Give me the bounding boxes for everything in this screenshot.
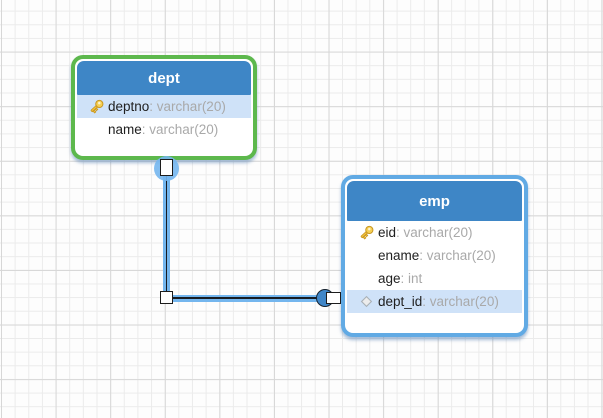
relationship-line-core [165, 157, 168, 302]
connector-handle-dept[interactable] [160, 159, 173, 176]
connector-handle-emp[interactable] [326, 292, 341, 304]
column-name: ename [378, 248, 420, 263]
column-type: : int [400, 271, 423, 286]
column-type: : varchar(20) [419, 248, 496, 263]
column-type: : varchar(20) [422, 294, 499, 309]
foreign-key-diamond-icon [354, 295, 378, 308]
table-emp-header[interactable]: emp [347, 181, 522, 221]
relationship-line-vertical[interactable] [163, 157, 170, 302]
table-emp-title: emp [419, 192, 450, 210]
relationship-line-core [163, 297, 342, 299]
column-name: eid [378, 225, 397, 240]
column-name: deptno [108, 99, 150, 114]
column-row-ename[interactable]: ename: varchar(20) [347, 244, 522, 267]
column-name: name [108, 122, 142, 137]
column-row-age[interactable]: age: int [347, 267, 522, 290]
column-type: : varchar(20) [141, 122, 219, 137]
table-emp[interactable]: emp eid: varchar(20) ename: varchar(20) … [341, 175, 528, 337]
column-row-deptno[interactable]: deptno: varchar(20) [77, 95, 251, 118]
column-row-eid[interactable]: eid: varchar(20) [347, 221, 522, 244]
table-dept[interactable]: dept deptno: varchar(20) name: varchar(2… [71, 55, 257, 160]
connector-handle-corner[interactable] [160, 291, 173, 304]
column-type: : varchar(20) [149, 99, 226, 114]
column-row-name[interactable]: name: varchar(20) [77, 118, 251, 141]
column-row-dept-id[interactable]: dept_id: varchar(20) [347, 290, 522, 313]
primary-key-icon [354, 224, 378, 241]
table-dept-header[interactable]: dept [77, 61, 251, 95]
column-name: dept_id [378, 294, 423, 309]
column-type: : varchar(20) [396, 225, 473, 240]
table-dept-title: dept [148, 69, 180, 87]
column-name: age [378, 271, 401, 286]
relationship-line-horizontal[interactable] [163, 294, 342, 302]
primary-key-icon [84, 98, 108, 115]
